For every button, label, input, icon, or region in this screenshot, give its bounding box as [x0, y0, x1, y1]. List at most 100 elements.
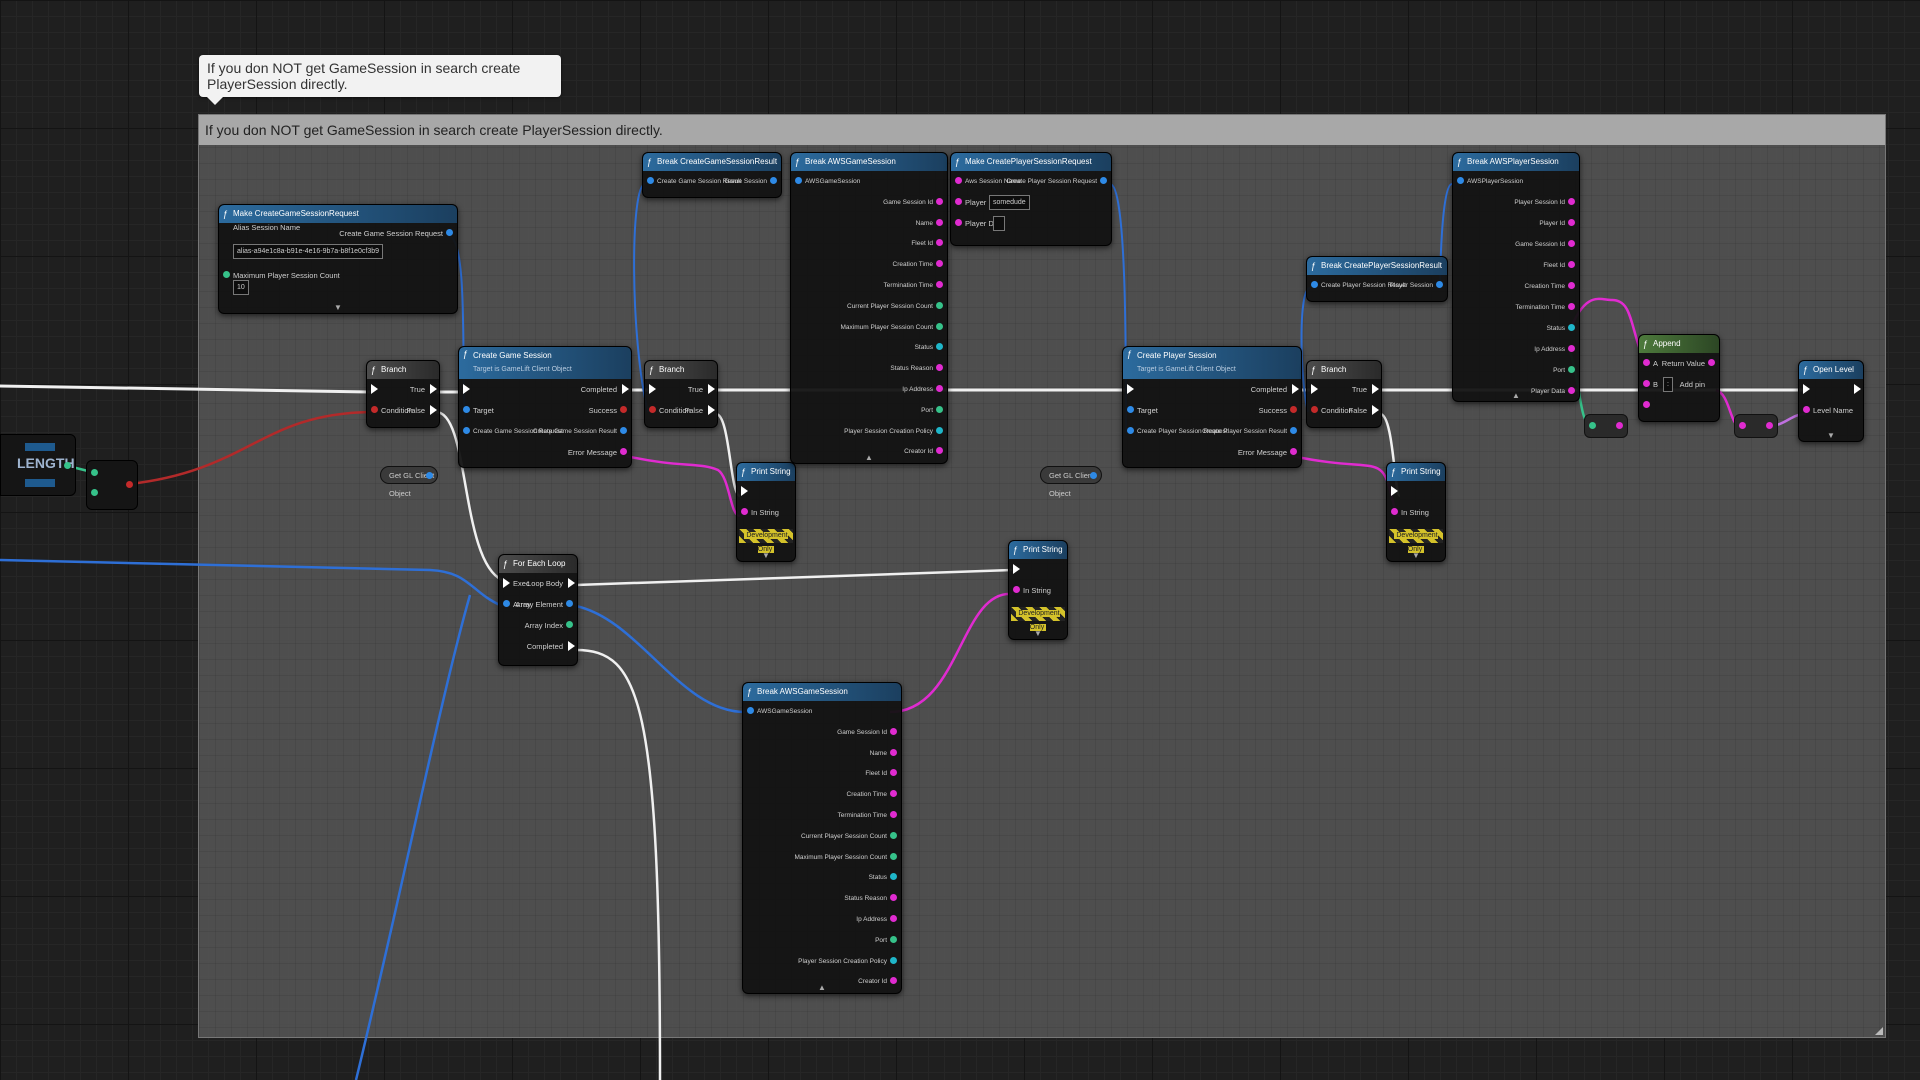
conversion-node-1[interactable]: [1584, 414, 1628, 438]
pin[interactable]: [1568, 366, 1575, 373]
false-exec-pin[interactable]: [1372, 405, 1379, 415]
false-exec-pin[interactable]: [708, 405, 715, 415]
pin[interactable]: [1568, 324, 1575, 331]
condition-pin[interactable]: [1311, 406, 1318, 413]
pin[interactable]: [890, 748, 897, 756]
expand-arrow-icon[interactable]: ▼: [1827, 431, 1835, 440]
pin[interactable]: [936, 218, 943, 226]
break-aws-game-session-node-1[interactable]: Break AWSGameSession AWSGameSessionGame …: [790, 152, 948, 464]
pin[interactable]: [936, 280, 943, 288]
break-create-game-session-result-node[interactable]: Break CreateGameSessionResult Create Gam…: [642, 152, 782, 198]
print-string-node-1[interactable]: Print String In String Development Only …: [736, 462, 796, 562]
array-index-pin[interactable]: [566, 621, 573, 628]
pin[interactable]: [936, 239, 943, 247]
pin[interactable]: [1568, 219, 1575, 226]
conversion-node-2[interactable]: [1734, 414, 1778, 438]
create-game-session-node[interactable]: Create Game Session Target is GameLift C…: [458, 346, 632, 468]
branch-node-3[interactable]: Branch True Condition False: [1306, 360, 1382, 428]
pin[interactable]: [1568, 261, 1575, 268]
pin[interactable]: [936, 426, 943, 434]
player-id-pin[interactable]: [955, 198, 962, 205]
target-pin[interactable]: [1127, 406, 1134, 413]
player-session-out-pin[interactable]: [1436, 281, 1443, 288]
result-pin[interactable]: [1290, 427, 1297, 434]
pin[interactable]: [890, 790, 897, 798]
pin[interactable]: [1457, 177, 1464, 184]
exec-in-pin[interactable]: [649, 384, 656, 394]
pin[interactable]: [1568, 345, 1575, 352]
max-player-count-pin[interactable]: [223, 271, 230, 278]
make-create-game-session-request-node[interactable]: Make CreateGameSessionRequest Alias Sess…: [218, 204, 458, 314]
success-pin[interactable]: [620, 406, 627, 413]
conversion-in-pin[interactable]: [1739, 422, 1746, 429]
pin[interactable]: [936, 384, 943, 392]
pin[interactable]: [1568, 198, 1575, 205]
pin[interactable]: [936, 447, 943, 455]
pin[interactable]: [936, 301, 943, 309]
false-exec-pin[interactable]: [430, 405, 437, 415]
exec-in-pin[interactable]: [1311, 384, 1318, 394]
player-id-input[interactable]: somedude: [989, 195, 1030, 210]
result-pin[interactable]: [620, 427, 627, 434]
request-out-pin[interactable]: [1100, 177, 1107, 184]
pin[interactable]: [890, 977, 897, 985]
conversion-out-pin[interactable]: [1766, 422, 1773, 429]
pin[interactable]: [1568, 282, 1575, 289]
return-value-pin[interactable]: [1708, 359, 1715, 366]
compare-input-pin-b[interactable]: [91, 489, 98, 496]
pin[interactable]: [890, 852, 897, 860]
pin[interactable]: [890, 935, 897, 943]
max-player-input[interactable]: 10: [233, 280, 249, 295]
alias-input[interactable]: alias-a94e1c8a-b91e-4e16-9b7a-b8f1e0cf3b…: [233, 244, 384, 259]
exec-in-pin[interactable]: [463, 384, 470, 394]
create-game-session-request-out-pin[interactable]: [446, 229, 453, 236]
pin[interactable]: [936, 343, 943, 351]
loop-body-pin[interactable]: [568, 578, 575, 588]
exec-in-pin[interactable]: [741, 486, 748, 496]
compare-input-pin-a[interactable]: [91, 469, 98, 476]
exec-in-pin[interactable]: [1127, 384, 1134, 394]
pin[interactable]: [890, 831, 897, 839]
pin[interactable]: [747, 707, 754, 714]
expand-arrow-icon[interactable]: ▼: [762, 551, 770, 560]
c-pin[interactable]: [1643, 401, 1650, 408]
conversion-in-pin[interactable]: [1589, 422, 1596, 429]
exec-in-pin[interactable]: [1803, 384, 1810, 394]
array-pin[interactable]: [503, 600, 510, 607]
true-exec-pin[interactable]: [1372, 384, 1379, 394]
client-object-out-pin[interactable]: [1090, 472, 1097, 479]
expand-arrow-icon[interactable]: ▲: [818, 983, 826, 992]
make-create-player-session-request-node[interactable]: Make CreatePlayerSessionRequest Aws Sess…: [950, 152, 1112, 246]
result-in-pin[interactable]: [1311, 281, 1318, 288]
pin[interactable]: [890, 810, 897, 818]
branch-node-2[interactable]: Branch True Condition False: [644, 360, 718, 428]
pin[interactable]: [936, 364, 943, 372]
for-each-loop-node[interactable]: For Each Loop Exec Loop Body Array Array…: [498, 554, 578, 666]
target-pin[interactable]: [463, 406, 470, 413]
pin[interactable]: [890, 914, 897, 922]
result-in-pin[interactable]: [647, 177, 654, 184]
expand-arrow-icon[interactable]: ▼: [334, 303, 342, 312]
a-pin[interactable]: [1643, 359, 1650, 366]
print-string-node-3[interactable]: Print String In String Development Only …: [1386, 462, 1446, 562]
break-aws-game-session-node-2[interactable]: Break AWSGameSession AWSGameSessionGame …: [742, 682, 902, 994]
expand-arrow-icon[interactable]: ▲: [1512, 391, 1520, 400]
true-exec-pin[interactable]: [430, 384, 437, 394]
in-string-pin[interactable]: [1013, 586, 1020, 593]
success-pin[interactable]: [1290, 406, 1297, 413]
open-level-node[interactable]: Open Level Level Name ▼: [1798, 360, 1864, 442]
error-message-pin[interactable]: [620, 448, 627, 455]
length-output-pin[interactable]: [64, 462, 71, 469]
conversion-out-pin[interactable]: [1616, 422, 1623, 429]
exec-in-pin[interactable]: [503, 578, 510, 588]
create-player-session-node[interactable]: Create Player Session Target is GameLift…: [1122, 346, 1302, 468]
aws-session-name-pin[interactable]: [955, 177, 962, 184]
game-session-out-pin[interactable]: [770, 177, 777, 184]
pin[interactable]: [795, 177, 802, 184]
exec-in-pin[interactable]: [371, 384, 378, 394]
pin[interactable]: [936, 322, 943, 330]
pin[interactable]: [890, 956, 897, 964]
append-node[interactable]: Append A Return Value B : Add pin: [1638, 334, 1720, 422]
completed-exec-pin[interactable]: [622, 384, 629, 394]
get-gl-client-object-node-2[interactable]: Get GL Client Object: [1040, 466, 1102, 498]
